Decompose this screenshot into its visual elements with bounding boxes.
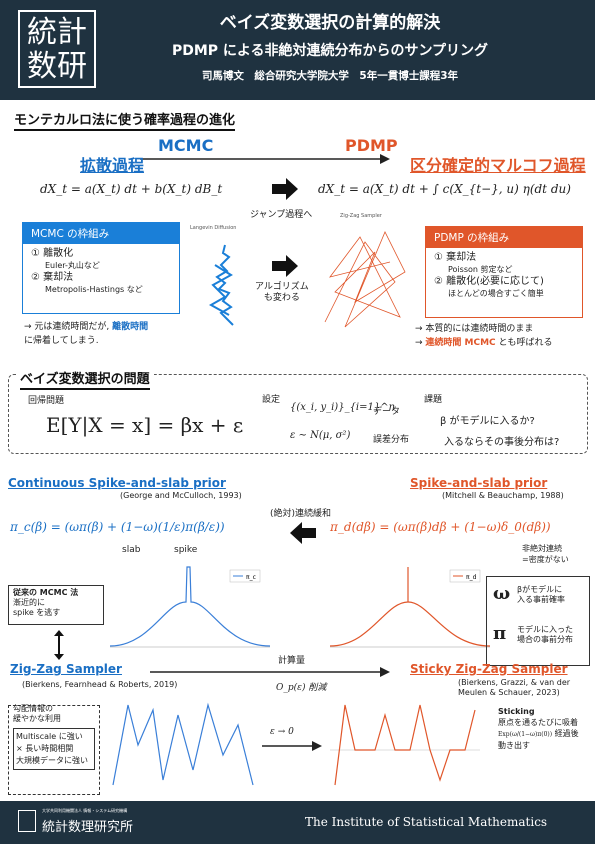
error-label: 誤差分布: [373, 435, 410, 445]
mcmc-note: → 元は連続時間だが, 離散時間に帰着してしまう.: [24, 322, 149, 346]
sticky-zigzag-title: Sticky Zig-Zag Sampler: [410, 662, 568, 676]
task-q2: 入るならその事後分布は?: [444, 437, 560, 448]
prop-multiscale: Multiscale に強い: [16, 732, 83, 741]
slab-label: slab: [122, 545, 141, 555]
zigzag-ref: (Bierkens, Fearnhead & Roberts, 2019): [22, 680, 178, 689]
old-mcmc-box: 従来の MCMC 法 漸近的に spike を逃す: [8, 585, 104, 625]
diffusion-label: 拡散過程: [80, 156, 145, 175]
omega-symbol: ω: [493, 583, 511, 604]
spike-prior-ref: (Mitchell & Beauchamp, 1988): [442, 491, 564, 500]
bayes-problem-frame: [8, 374, 588, 454]
pdmp-item-1-sub: Poisson 剪定など: [448, 265, 513, 274]
sticking-box: Sticking 原点を通るたびに吸着 Exp(ω/(1−ω)π(0)) 経過後…: [498, 706, 588, 778]
setting-label: 設定: [262, 395, 281, 405]
sticky-zigzag-trajectory: [330, 704, 480, 786]
pi-text: モデルに入った 場合の事前分布: [517, 625, 573, 644]
prop-bigdata: 大規模データに強い: [16, 756, 88, 765]
regression-equation: E[Y|X = x] = βx + ε: [46, 413, 244, 437]
langevin-trace: [208, 244, 234, 326]
algo-label: アルゴリズム も変わる: [255, 282, 309, 303]
spike-label: spike: [174, 545, 198, 555]
section-title-1: モンテカルロ法に使う確率過程の進化: [14, 109, 236, 131]
legend-pi-d: π_d: [466, 574, 477, 581]
jump-equation: dX_t = a(X_t) dt + ∫ c(X_{t−}, u) η(dt d…: [318, 182, 571, 196]
sticking-desc-2: 経過後: [554, 729, 579, 738]
footer-inst-small: 大学共同利用機関法人 情報・システム研究機構: [42, 808, 128, 813]
spike-prior-title: Spike-and-slab prior: [410, 476, 548, 490]
pdmp-note: → 本質的には連続時間のまま→ 連続時間 MCMC とも呼ばれる: [415, 324, 553, 348]
mcmc-item-2: ② 棄却法: [31, 272, 74, 283]
continuous-prior-title: Continuous Spike-and-slab prior: [8, 476, 226, 490]
pdmp-item-2: ② 離散化(必要に応じて): [434, 276, 544, 287]
pi-c-plot: π_c: [110, 566, 270, 648]
zigzag-trace: [324, 231, 406, 328]
data-label: データ: [373, 407, 401, 417]
sticking-formula: Exp(ω/(1−ω)π(0)): [498, 731, 553, 738]
gradient-note: 勾配情報の 緩やかな利用: [13, 704, 61, 723]
mcmc-box-head: MCMC の枠組み: [23, 223, 179, 244]
mcmc-item-1-sub: Euler-丸山など: [45, 261, 100, 270]
task-q1: β がモデルに入るか?: [440, 416, 535, 427]
zigzag-title: Zig-Zag Sampler: [10, 662, 122, 676]
zz-property-box: 勾配情報の 緩やかな利用 Multiscale に強い × 長い時間相関 大規模…: [8, 704, 100, 795]
section-title-2: ベイズ変数選択の問題: [16, 368, 154, 390]
regression-label: 回帰問題: [28, 396, 65, 406]
sticky-zigzag-ref: (Bierkens, Grazzi, & van der Meulen & Sc…: [458, 678, 571, 697]
cost-arrow: [150, 667, 390, 677]
relax-arrow: [290, 522, 316, 544]
cost-reduction: O_p(ε) 削減: [276, 683, 327, 693]
mcmc-item-1: ① 離散化: [31, 248, 74, 259]
data-symbol: {(x_i, y_i)}_{i=1}^n: [290, 402, 396, 413]
pi-symbol: π: [493, 623, 507, 644]
mcmc-item-2-sub: Metropolis-Hastings など: [45, 285, 143, 294]
pdmp-framework-box: PDMP の枠組み ① 棄却法 Poisson 剪定など ② 離散化(必要に応じ…: [425, 226, 583, 318]
error-symbol: ε ∼ N(μ, σ²): [290, 430, 351, 441]
footer: [0, 801, 595, 844]
pdmp-box-head: PDMP の枠組み: [426, 227, 582, 248]
poster-subtitle: PDMP による非絶対連続分布からのサンプリング: [171, 43, 489, 59]
pdmp-label: PDMP: [345, 136, 398, 155]
pi-d-plot: π_d: [330, 567, 490, 648]
prop-correlation: × 長い時間相関: [16, 744, 74, 753]
sticking-desc-1: 原点を通るたびに吸着: [498, 718, 578, 727]
double-arrow: [54, 630, 64, 660]
poster-title: ベイズ変数選択の計算的解決: [219, 13, 441, 33]
mcmc-label: MCMC: [158, 136, 214, 155]
task-label: 課題: [424, 395, 443, 405]
sde-equation: dX_t = a(X_t) dt + b(X_t) dB_t: [40, 182, 223, 196]
old-mcmc-label: 従来の MCMC 法: [13, 587, 79, 598]
author-line: 司馬博文 総合研究大学院大学 5年一貫博士課程3年: [201, 70, 459, 82]
pi-c-equation: π_c(β) = (ωπ(β) + (1−ω)(1/ε)π(β/ε)): [10, 520, 225, 534]
pdmp-item-1: ① 棄却法: [434, 252, 477, 263]
arrow-mcmc-pdmp: [140, 154, 390, 164]
limit-arrow: [262, 741, 322, 751]
langevin-label: Langevin Diffusion: [190, 225, 237, 231]
jump-label: ジャンプ過程へ: [250, 210, 313, 220]
pdmp-item-2-sub: ほとんどの場合すごく簡単: [448, 289, 544, 298]
header-banner: [0, 0, 595, 100]
big-arrow-1: [272, 178, 298, 200]
limit-label: ε → 0: [270, 727, 294, 737]
footer-inst: 統計数理研究所: [42, 820, 134, 835]
pi-d-equation: π_d(dβ) = (ωπ(β)dβ + (1−ω)δ_0(dβ)): [330, 520, 551, 534]
sticking-title: Sticking: [498, 707, 535, 716]
pdmp-full-label: 区分確定的マルコフ過程: [410, 156, 586, 175]
big-arrow-2: [272, 255, 298, 277]
old-mcmc-note: 漸近的に spike を逃す: [13, 598, 61, 617]
continuous-prior-ref: (George and McCulloch, 1993): [120, 491, 242, 500]
sticking-desc-3: 動き出す: [498, 741, 530, 750]
legend-pi-c: π_c: [246, 574, 256, 581]
ism-logo: 統計数研: [18, 10, 96, 88]
footer-logo: [18, 810, 36, 832]
non-abs-label: 非絶対連続 =密度がない: [522, 544, 569, 564]
mcmc-framework-box: MCMC の枠組み ① 離散化 Euler-丸山など ② 棄却法 Metropo…: [22, 222, 180, 314]
zz-sampler-label: Zig-Zag Sampler: [340, 213, 382, 219]
zigzag-trajectory: [112, 702, 254, 786]
cost-label: 計算量: [278, 656, 306, 666]
relaxation-label: (絶対)連続緩和: [270, 509, 332, 519]
symbol-legend-box: ω βがモデルに 入る事前確率 π モデルに入った 場合の事前分布: [486, 576, 590, 666]
omega-text: βがモデルに 入る事前確率: [517, 585, 565, 604]
footer-english: The Institute of Statistical Mathematics: [305, 815, 548, 829]
